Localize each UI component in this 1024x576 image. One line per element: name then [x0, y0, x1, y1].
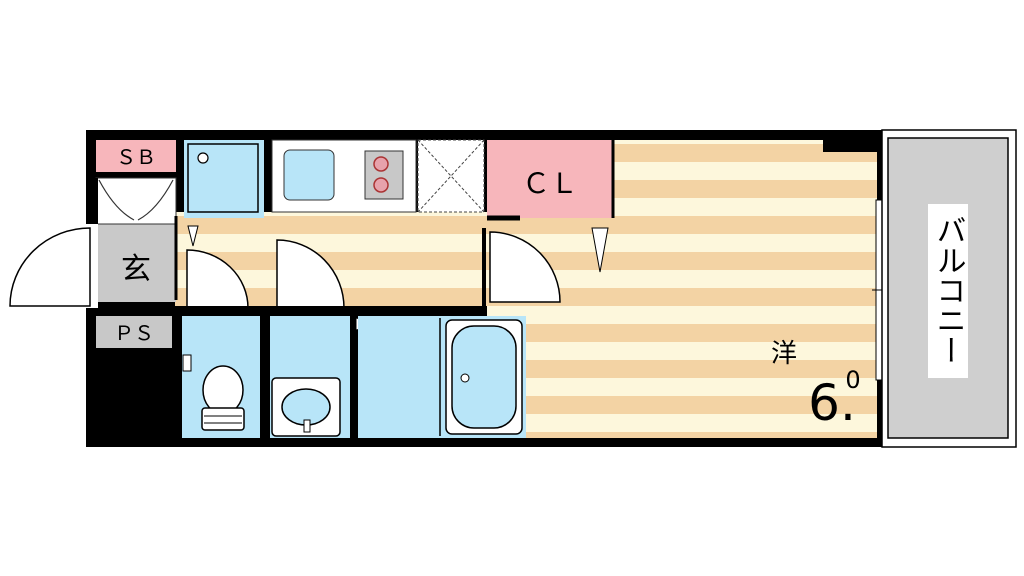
sink-icon: [283, 149, 335, 201]
closet: [487, 140, 613, 218]
shoe-box-label: ＳＢ: [116, 145, 156, 169]
washroom-door-swing: [276, 239, 345, 309]
western-room-size: 6.: [808, 374, 856, 432]
laundry-pan: [187, 143, 259, 213]
balcony-label-box: [928, 204, 968, 378]
pipe-space: [96, 316, 172, 348]
closet-label: ＣＬ: [522, 167, 578, 200]
burner-icon: [373, 156, 389, 172]
toilet-bowl-icon: [202, 365, 244, 415]
western-room-label: 洋: [771, 339, 797, 369]
faucet-icon: [303, 419, 311, 433]
bath-drain-icon: [460, 373, 470, 383]
entrance-door-swing: [9, 227, 91, 307]
drain-icon: [197, 152, 209, 164]
shoe-box-door-area: [95, 177, 177, 225]
entrance-label: 玄: [121, 252, 151, 287]
door-marker: [187, 225, 199, 247]
burner-icon: [373, 177, 389, 193]
bathtub-basin-icon: [451, 325, 517, 429]
toilet-tank-icon: [201, 407, 245, 431]
closet-door-marker: [591, 227, 609, 273]
fridge-space: [417, 139, 485, 213]
balcony-label: バルコニー: [931, 215, 966, 365]
fridge-space-cross: [417, 139, 485, 213]
shoe-box-door-swing: [98, 179, 174, 221]
paper-holder-icon: [182, 354, 192, 372]
shoe-box: [96, 140, 176, 172]
room-door-swing: [489, 231, 561, 303]
pipe-space-label: ＰＳ: [114, 321, 154, 345]
western-room-size-decimal: 0: [845, 366, 860, 394]
room-pillar: [823, 140, 877, 152]
